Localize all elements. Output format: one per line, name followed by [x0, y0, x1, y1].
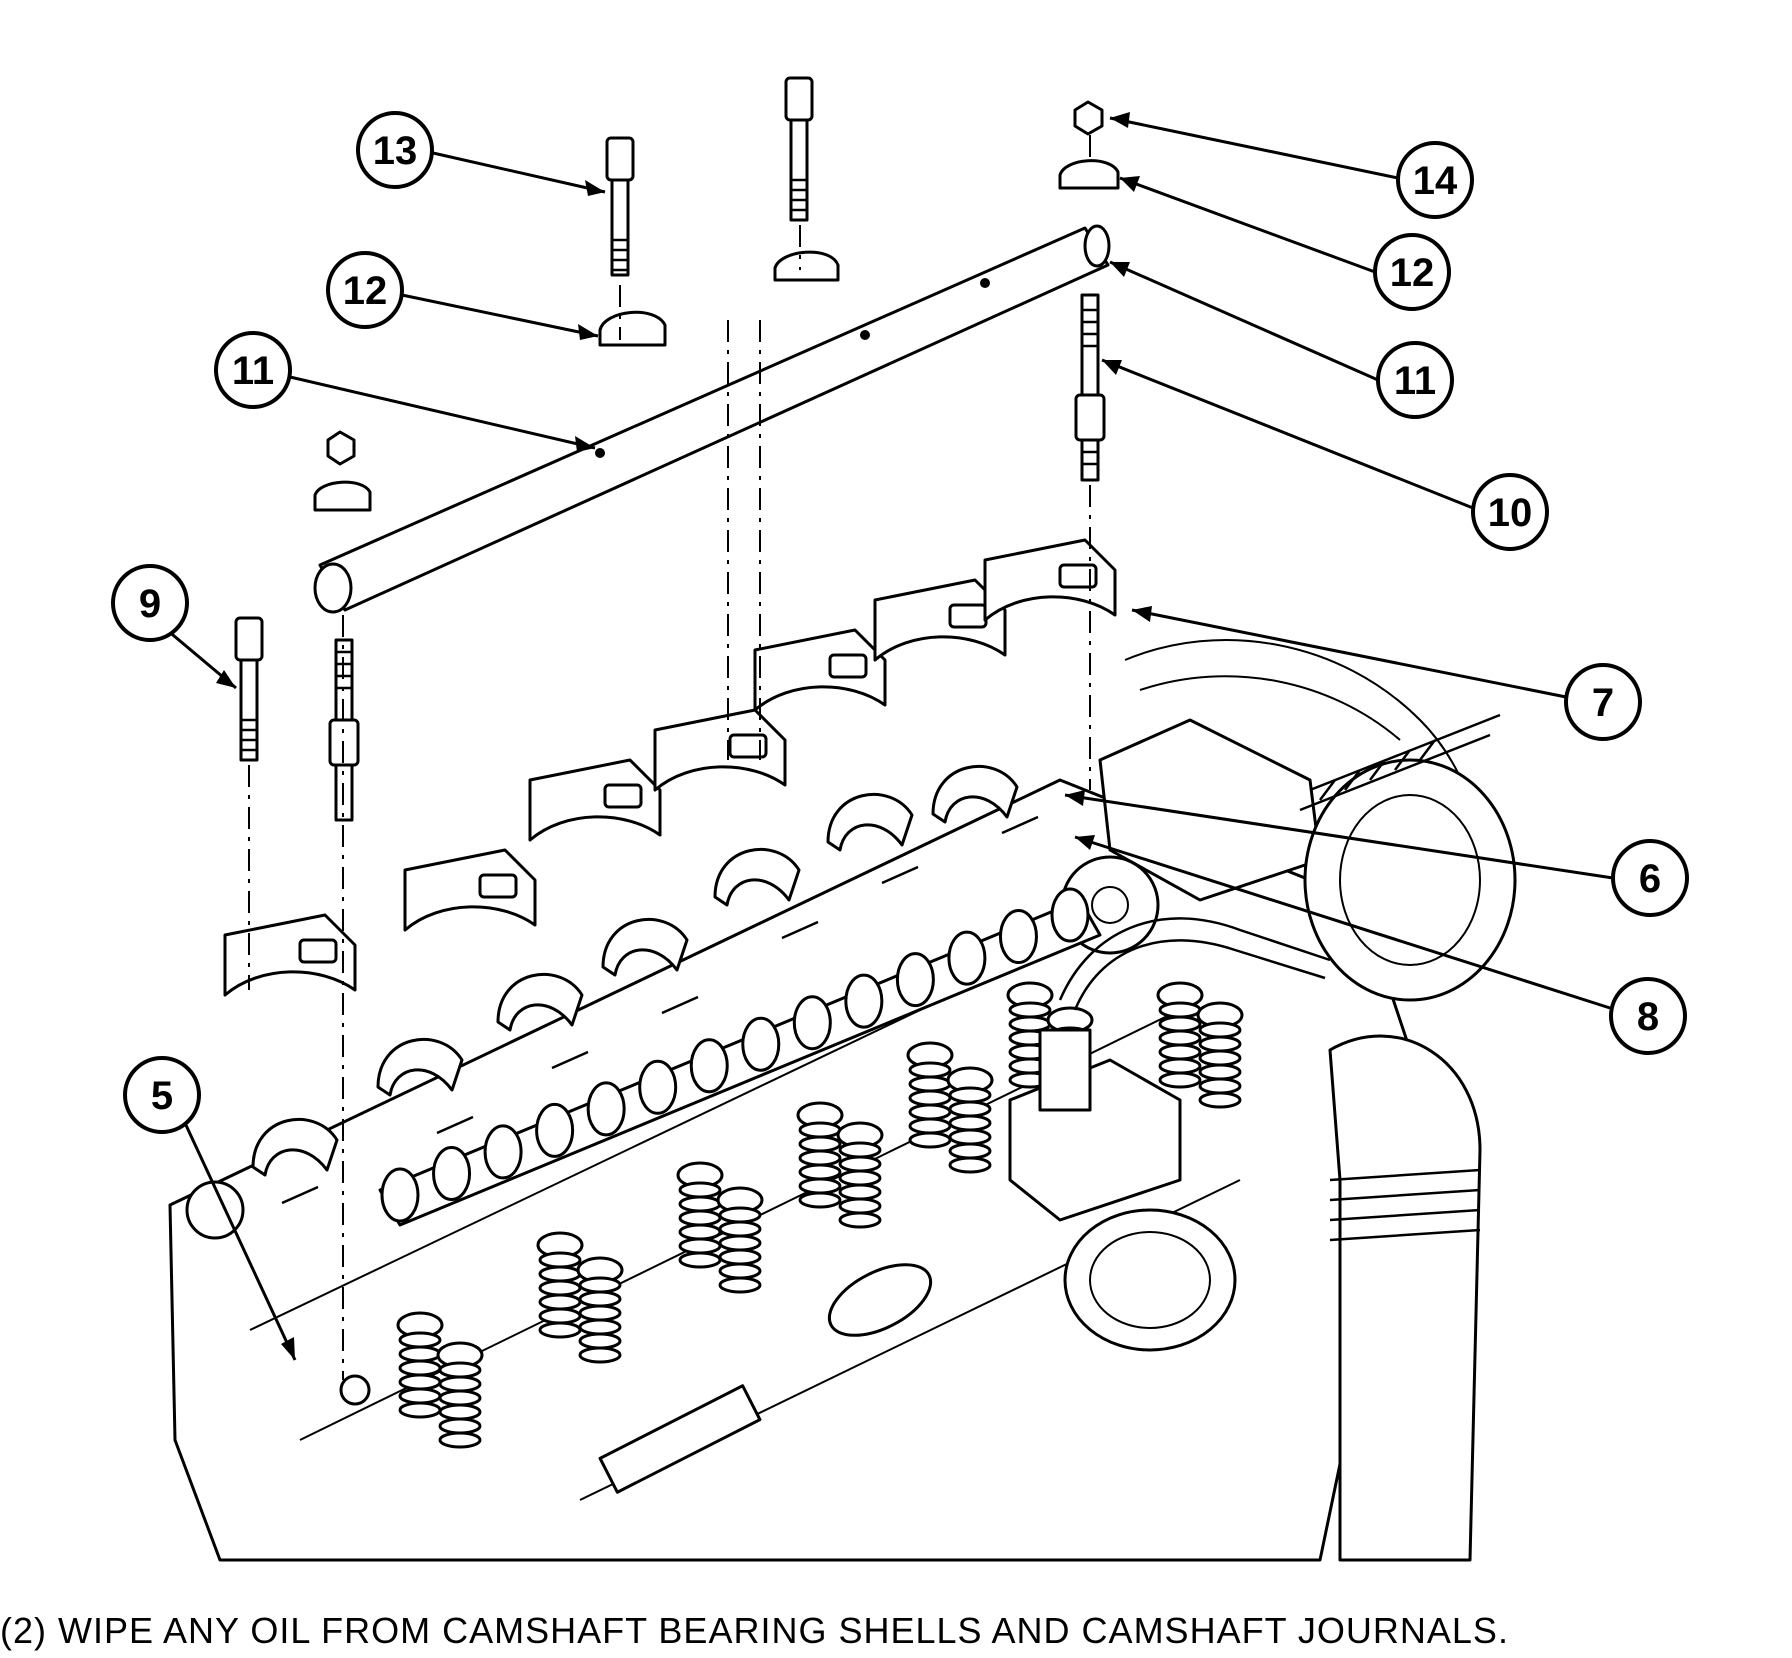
callout-14: 14	[1396, 141, 1474, 219]
valve-spring	[716, 1186, 764, 1294]
assembly-centerlines	[248, 135, 1091, 1380]
cap-bolt-boss	[298, 938, 338, 964]
callout-10: 10	[1471, 473, 1549, 551]
cap-bolt-boss	[948, 603, 988, 629]
valve-spring	[796, 1101, 844, 1209]
camshaft	[378, 887, 1102, 1227]
svg-text:10: 10	[1488, 491, 1533, 535]
rocker-shaft	[313, 224, 1111, 614]
bearing-caps	[223, 538, 1117, 997]
valve-spring	[1156, 981, 1204, 1089]
bearing-cap	[983, 538, 1117, 622]
cam-lobe	[586, 1081, 626, 1137]
svg-text:12: 12	[343, 269, 388, 313]
cam-lobe	[1050, 887, 1090, 943]
valve-spring	[906, 1041, 954, 1149]
screw-9	[234, 616, 264, 762]
cylinder-head	[168, 778, 1422, 1562]
valve-spring	[576, 1256, 624, 1364]
valve-spring	[1196, 1001, 1244, 1109]
bearing-shell	[826, 792, 914, 852]
cam-lobe	[741, 1016, 781, 1072]
clamp-plate-left	[313, 430, 372, 512]
callout-12-right: 12	[1373, 233, 1451, 311]
dowel-pin	[1001, 815, 1039, 835]
bearing-shell	[601, 917, 689, 977]
bearing-cap	[873, 578, 1007, 662]
svg-text:6: 6	[1639, 857, 1661, 901]
bearing-shell	[376, 1037, 464, 1097]
cam-lobe	[535, 1102, 575, 1158]
callout-8: 8	[1609, 977, 1687, 1055]
cap-bolt-boss	[1058, 563, 1098, 589]
dowel-pin	[781, 920, 819, 940]
cam-lobe	[432, 1145, 472, 1201]
bearing-shells	[251, 764, 1019, 1177]
callout-7: 7	[1564, 663, 1642, 741]
valve-spring	[946, 1066, 994, 1174]
leader-lines	[166, 112, 1614, 1361]
svg-text:13: 13	[373, 129, 418, 173]
callout-6: 6	[1611, 839, 1689, 917]
valve-spring	[836, 1121, 884, 1229]
bearing-cap	[653, 708, 787, 792]
stud-10	[1074, 293, 1106, 482]
valve-spring	[396, 1311, 444, 1419]
bearing-shell	[251, 1117, 339, 1177]
callout-11-left: 11	[214, 331, 292, 409]
callout-9: 9	[111, 564, 189, 642]
cap-bolt-boss	[728, 733, 768, 759]
callout-13: 13	[356, 111, 434, 189]
cam-lobe	[483, 1124, 523, 1180]
bearing-cap	[403, 848, 537, 932]
bearing-cap	[223, 913, 357, 997]
svg-text:11: 11	[1394, 359, 1436, 403]
cam-lobe	[380, 1167, 420, 1223]
callout-12-left: 12	[326, 251, 404, 329]
cam-lobe	[689, 1038, 729, 1094]
cam-lobe	[792, 995, 832, 1051]
dowel-pin	[551, 1050, 589, 1070]
cam-lobe	[895, 952, 935, 1008]
valve-springs	[396, 981, 1244, 1449]
valve-spring	[436, 1341, 484, 1449]
bearing-shell	[931, 764, 1019, 824]
valve-spring	[536, 1231, 584, 1339]
cap-bolt-boss	[478, 873, 518, 899]
svg-text:5: 5	[151, 1074, 173, 1118]
clamp-plate-12-left	[598, 310, 667, 347]
dowel-pin	[881, 865, 919, 885]
cam-lobe	[844, 973, 884, 1029]
svg-text:9: 9	[139, 582, 161, 626]
cam-lobe	[638, 1059, 678, 1115]
dowel-pin	[281, 1185, 319, 1205]
cam-lobe	[947, 930, 987, 986]
callout-5: 5	[123, 1056, 201, 1134]
cam-lobe	[998, 909, 1038, 965]
injector	[1008, 917, 1331, 1222]
rocker-shaft-screw	[784, 76, 814, 222]
bearing-cap	[528, 758, 662, 842]
svg-text:14: 14	[1413, 159, 1458, 203]
valve-spring	[676, 1161, 724, 1269]
dowel-pins	[281, 815, 1039, 1205]
dowel-pin	[661, 995, 699, 1015]
cap-bolt-boss	[603, 783, 643, 809]
dowel-pin	[436, 1115, 474, 1135]
instruction-text: (2) WIPE ANY OIL FROM CAMSHAFT BEARING S…	[0, 1610, 1509, 1651]
callout-11-right: 11	[1376, 341, 1454, 419]
bearing-shell	[713, 847, 801, 907]
clamp-plate	[773, 250, 840, 282]
cap-bolt-boss	[828, 653, 868, 679]
svg-text:12: 12	[1390, 251, 1435, 295]
rocker-shaft-screw-13	[605, 136, 635, 277]
svg-text:8: 8	[1637, 995, 1659, 1039]
svg-text:7: 7	[1592, 681, 1614, 725]
clamp-plate-12-right	[1058, 159, 1120, 190]
bearing-cap	[753, 628, 887, 712]
nut-14	[1073, 100, 1104, 136]
svg-text:11: 11	[232, 349, 274, 393]
bearing-shell	[496, 972, 584, 1032]
